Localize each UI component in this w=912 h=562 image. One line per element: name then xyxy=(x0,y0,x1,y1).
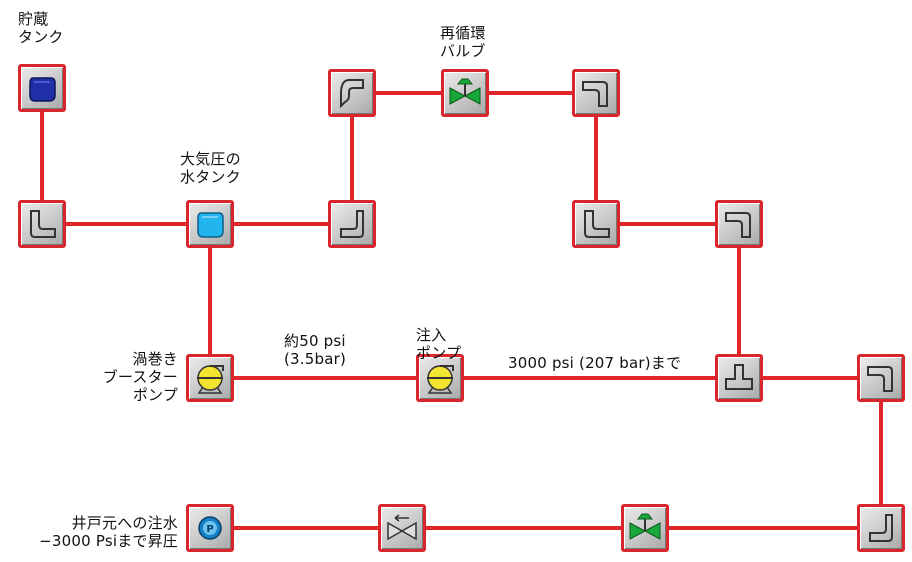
pipe-elbow-block[interactable] xyxy=(328,200,376,248)
pipe-elbow-block[interactable] xyxy=(572,69,620,117)
injection-pump-label: 注入 ポンプ xyxy=(416,326,462,362)
booster-pump-block[interactable] xyxy=(186,354,234,402)
pressure-50-label: 約50 psi (3.5bar) xyxy=(284,332,347,368)
pressure-3000-label: 3000 psi (207 bar)まで xyxy=(508,354,682,372)
pipe-elbow-block[interactable] xyxy=(18,200,66,248)
pipe-elbow-icon xyxy=(725,212,751,238)
pipe-elbow-block[interactable] xyxy=(715,200,763,248)
pipe-elbow-block[interactable] xyxy=(328,69,376,117)
control-valve-block[interactable] xyxy=(621,504,669,552)
centrifugal-pump-icon xyxy=(197,365,224,394)
pressure-gauge-block[interactable]: P xyxy=(186,504,234,552)
pipe-elbow-icon xyxy=(869,514,893,542)
svg-text:P: P xyxy=(206,524,213,535)
wellhead-injection-label: 井戸元への注水 −3000 Psiまで昇圧 xyxy=(39,514,178,550)
pipe-elbow-block[interactable] xyxy=(857,354,905,402)
pipe-elbow-block[interactable] xyxy=(572,200,620,248)
check-valve-icon xyxy=(387,514,417,541)
control-valve-icon xyxy=(629,513,661,540)
pipe-elbow-icon xyxy=(340,79,364,109)
storage-tank-label: 貯蔵 タンク xyxy=(18,10,64,46)
recirculation-valve-label: 再循環 バルブ xyxy=(440,24,486,60)
pipe-elbow-icon xyxy=(867,366,893,392)
pipe-tee-block[interactable] xyxy=(715,354,763,402)
pressure-gauge-icon: P xyxy=(198,516,222,540)
pipe-elbow-icon xyxy=(584,210,610,238)
storage-tank-block[interactable] xyxy=(18,64,66,112)
injection-pump-block[interactable] xyxy=(416,354,464,402)
centrifugal-pump-icon xyxy=(427,365,454,394)
control-valve-icon xyxy=(449,78,481,105)
atmospheric-tank-block[interactable] xyxy=(186,200,234,248)
booster-pump-label: 渦巻き ブースター ポンプ xyxy=(102,350,178,404)
pipe-elbow-icon xyxy=(582,81,608,107)
tank-icon xyxy=(29,77,56,102)
pipe-elbow-icon xyxy=(30,210,56,238)
recirculation-valve-block[interactable] xyxy=(441,69,489,117)
pipe-tee-icon xyxy=(725,364,753,390)
pipe-elbow-icon xyxy=(340,210,364,238)
atmospheric-tank-label: 大気圧の 水タンク xyxy=(180,150,241,186)
tank-icon xyxy=(197,212,224,238)
check-valve-block[interactable] xyxy=(378,504,426,552)
pipe-elbow-block[interactable] xyxy=(857,504,905,552)
